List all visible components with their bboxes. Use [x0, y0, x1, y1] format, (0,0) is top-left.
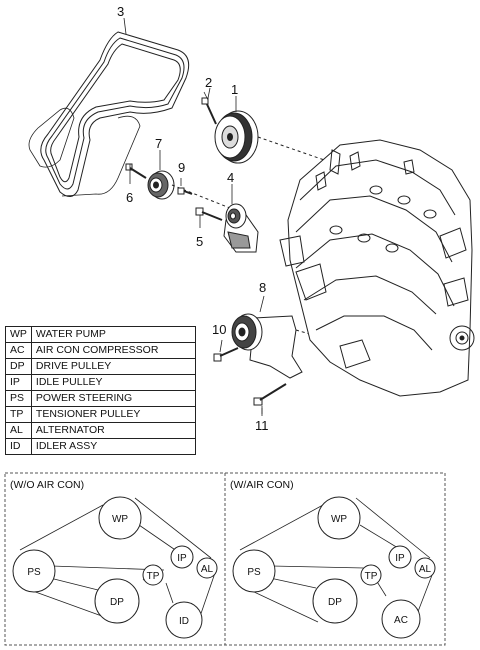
- legend-abbr: AC: [5, 342, 32, 359]
- legend-abbr: IP: [5, 374, 32, 391]
- tensioner-part: [223, 203, 259, 253]
- callout-9: 9: [178, 160, 185, 175]
- svg-text:WP: WP: [331, 514, 347, 525]
- svg-text:AL: AL: [419, 564, 432, 575]
- legend-abbr: AL: [5, 422, 32, 439]
- callout-6: 6: [126, 190, 133, 205]
- callout-7: 7: [155, 136, 162, 151]
- legend-abbr: WP: [5, 326, 32, 343]
- legend-row: PS POWER STEERING: [5, 390, 196, 407]
- legend-desc: WATER PUMP: [30, 326, 196, 343]
- svg-text:IP: IP: [395, 553, 405, 564]
- callout-11: 11: [255, 418, 269, 433]
- legend-desc: IDLER ASSY: [30, 438, 196, 455]
- svg-text:AL: AL: [201, 564, 214, 575]
- layout-2-pulley-dp: DP: [312, 578, 358, 624]
- legend-row: DP DRIVE PULLEY: [5, 358, 196, 375]
- legend-abbr: TP: [5, 406, 32, 423]
- svg-text:IP: IP: [177, 553, 187, 564]
- svg-text:ID: ID: [179, 616, 189, 627]
- layout-2-title: (W/AIR CON): [230, 479, 294, 491]
- bracket-bolt-10-part: [213, 339, 239, 362]
- leader-lines: [123, 17, 265, 416]
- callout-2: 2: [205, 75, 212, 90]
- layout-2-pulley-ps: PS: [232, 549, 276, 593]
- legend-desc: ALTERNATOR: [30, 422, 196, 439]
- svg-text:PS: PS: [27, 567, 41, 578]
- legend-row: IP IDLE PULLEY: [5, 374, 196, 391]
- layout-2-pulley-al: AL: [414, 557, 436, 579]
- bracket-bolt-11-part: [253, 383, 287, 414]
- callout-4: 4: [227, 170, 234, 185]
- legend-abbr: ID: [5, 438, 32, 455]
- layout-1-pulley-id: ID: [165, 601, 203, 639]
- layout-without-air-con: (W/O AIR CON) WP PS IP AL: [10, 479, 218, 639]
- layout-1-pulley-tp: TP: [142, 564, 164, 586]
- layout-2-pulley-ac: AC: [381, 599, 421, 639]
- legend-abbr: PS: [5, 390, 32, 407]
- legend-row: AC AIR CON COMPRESSOR: [5, 342, 196, 359]
- legend-row: ID IDLER ASSY: [5, 438, 196, 455]
- engine-block: [279, 139, 475, 397]
- bolt-9-part: [177, 178, 193, 195]
- layout-1-pulley-dp: DP: [94, 578, 140, 624]
- layout-1-pulley-ip: IP: [170, 545, 194, 569]
- legend-row: TP TENSIONER PULLEY: [5, 406, 196, 423]
- drive-belt: [28, 31, 190, 197]
- legend-row: WP WATER PUMP: [5, 326, 196, 343]
- tensioner-bolt-part: [195, 207, 223, 228]
- legend-desc: IDLE PULLEY: [30, 374, 196, 391]
- legend-desc: TENSIONER PULLEY: [30, 406, 196, 423]
- abbreviation-legend: WP WATER PUMP AC AIR CON COMPRESSOR DP D…: [5, 326, 196, 455]
- layout-2-pulley-wp: WP: [317, 496, 361, 540]
- legend-row: AL ALTERNATOR: [5, 422, 196, 439]
- layout-with-air-con: (W/AIR CON) WP PS IP AL: [230, 479, 436, 639]
- idle-pulley-part: [147, 170, 241, 213]
- pulley-bolt-part: [201, 91, 217, 125]
- water-pump-pulley-part: [214, 110, 331, 164]
- svg-text:TP: TP: [147, 571, 160, 582]
- legend-desc: POWER STEERING: [30, 390, 196, 407]
- callout-3: 3: [117, 4, 124, 19]
- layout-1-pulley-ps: PS: [12, 549, 56, 593]
- svg-text:PS: PS: [247, 567, 261, 578]
- svg-text:TP: TP: [365, 571, 378, 582]
- legend-desc: AIR CON COMPRESSOR: [30, 342, 196, 359]
- callout-8: 8: [259, 280, 266, 295]
- svg-text:AC: AC: [394, 615, 408, 626]
- layout-1-pulley-al: AL: [196, 557, 218, 579]
- svg-text:DP: DP: [328, 597, 342, 608]
- legend-desc: DRIVE PULLEY: [30, 358, 196, 375]
- layout-1-pulley-wp: WP: [98, 496, 142, 540]
- callout-1: 1: [231, 82, 238, 97]
- layout-2-pulley-tp: TP: [360, 564, 382, 586]
- legend-abbr: DP: [5, 358, 32, 375]
- layout-2-pulley-ip: IP: [388, 545, 412, 569]
- idler-assy-part: [231, 313, 331, 379]
- svg-text:DP: DP: [110, 597, 124, 608]
- callout-5: 5: [196, 234, 203, 249]
- svg-text:WP: WP: [112, 514, 128, 525]
- layout-1-title: (W/O AIR CON): [10, 479, 84, 491]
- callout-10: 10: [212, 322, 226, 337]
- idle-pulley-bolt-part: [125, 163, 147, 184]
